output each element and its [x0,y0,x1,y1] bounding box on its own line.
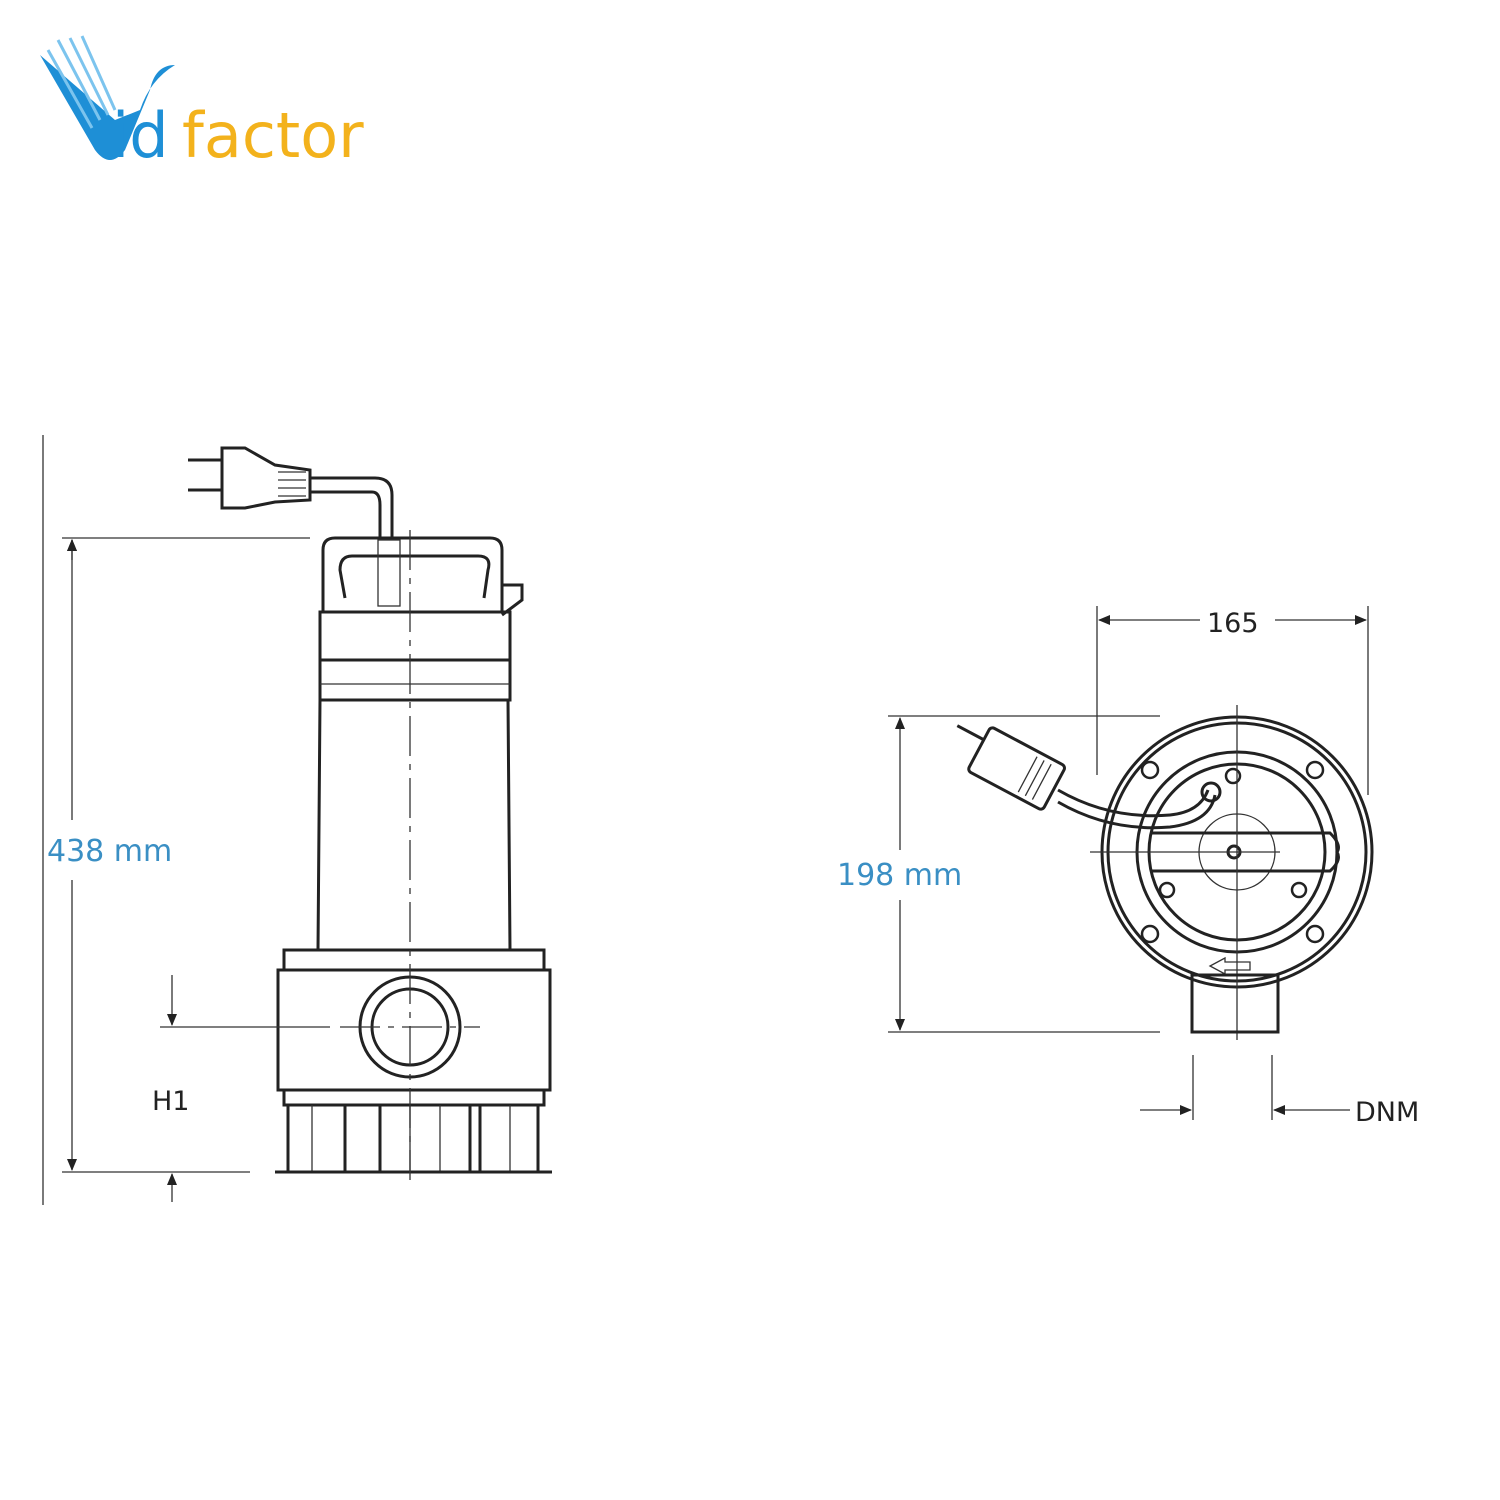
bird-icon [40,35,175,160]
outlet-dimension-label: DNM [1355,1097,1419,1128]
width-dimension-label: 165 [1207,608,1259,639]
rotation-arrow-icon [1208,956,1251,976]
height-dimension-label: 438 mm [47,834,172,869]
plug-icon [188,446,312,510]
h1-dimension-label: H1 [152,1086,189,1117]
plug-icon-top [956,724,1066,811]
bolt-holes [1140,760,1325,944]
logo-text-factor: factor [182,99,364,172]
logo-text-id: id [112,99,169,172]
pump-top-view: 165 198 mm [835,606,1419,1128]
depth-dimension-label: 198 mm [837,858,962,893]
pump-side-view: 438 mm [42,435,552,1205]
vidfactor-logo: id factor [40,35,364,172]
